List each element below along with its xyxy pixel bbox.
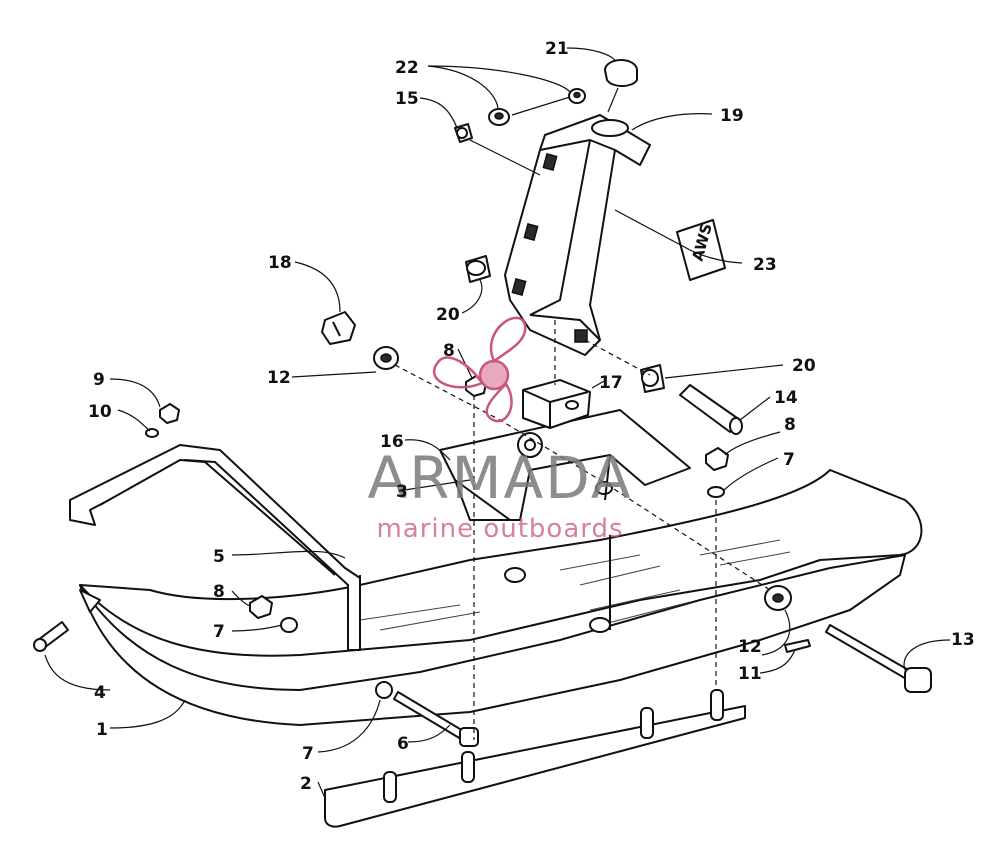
callout-labels: 1 2 3 4 5 6 7 7 7 8 8 8 9 10 11 12 12 13… bbox=[88, 39, 975, 794]
wear-bar bbox=[324, 689, 746, 828]
cotter-pin bbox=[784, 639, 811, 653]
castle-nut bbox=[321, 311, 356, 345]
steering-spindle bbox=[504, 114, 651, 356]
callout-18: 18 bbox=[268, 253, 292, 273]
propeller-blade-icon bbox=[489, 316, 527, 363]
callout-20-right: 20 bbox=[792, 356, 816, 376]
grease-cap bbox=[604, 59, 638, 87]
grease-fitting-washers bbox=[488, 88, 586, 126]
callout-13: 13 bbox=[951, 630, 975, 650]
ski-loop bbox=[69, 444, 361, 651]
callout-8-left: 8 bbox=[213, 582, 225, 602]
watermark-logo: ARMADA marine outboards bbox=[367, 316, 632, 544]
assembly-lines bbox=[394, 320, 771, 740]
callout-23: 23 bbox=[753, 255, 777, 275]
propeller-blade-icon bbox=[485, 382, 513, 423]
leader-lines bbox=[44, 47, 951, 799]
callout-10: 10 bbox=[88, 402, 112, 422]
callout-15: 15 bbox=[395, 89, 419, 109]
lock-nuts bbox=[159, 375, 729, 619]
callout-9: 9 bbox=[93, 370, 105, 390]
callout-7-left: 7 bbox=[213, 622, 225, 642]
stop-block bbox=[522, 379, 591, 429]
bushing-upper bbox=[465, 255, 491, 283]
saddle-bolt bbox=[393, 691, 479, 747]
ski-body bbox=[79, 469, 923, 726]
callout-8-right: 8 bbox=[784, 415, 796, 435]
callout-19: 19 bbox=[720, 106, 744, 126]
ski-bolt bbox=[825, 624, 932, 693]
callout-16: 16 bbox=[380, 432, 404, 452]
callout-14: 14 bbox=[774, 388, 798, 408]
callout-6: 6 bbox=[397, 734, 409, 754]
callout-2: 2 bbox=[300, 774, 312, 794]
callout-21: 21 bbox=[545, 39, 569, 59]
callout-7-right: 7 bbox=[783, 450, 795, 470]
ski-saddle bbox=[439, 409, 691, 521]
callout-3: 3 bbox=[396, 482, 408, 502]
callout-12-left: 12 bbox=[267, 368, 291, 388]
sleeve bbox=[679, 384, 743, 435]
rubber-bushing-right bbox=[764, 585, 792, 611]
callout-20-left: 20 bbox=[436, 305, 460, 325]
callout-5: 5 bbox=[213, 547, 225, 567]
callout-11: 11 bbox=[738, 664, 762, 684]
bushing-lower bbox=[640, 364, 665, 393]
callout-7-bottom: 7 bbox=[302, 744, 314, 764]
watermark-subtitle: marine outboards bbox=[376, 514, 623, 544]
callout-17: 17 bbox=[599, 373, 623, 393]
callout-22: 22 bbox=[395, 58, 419, 78]
callout-4: 4 bbox=[94, 683, 106, 703]
watermark-title: ARMADA bbox=[367, 444, 632, 512]
propeller-blade-icon bbox=[432, 356, 484, 389]
callout-12-right: 12 bbox=[738, 637, 762, 657]
callout-1: 1 bbox=[96, 720, 108, 740]
rubber-bushing-left bbox=[373, 346, 399, 370]
aws-decal: AWS bbox=[676, 219, 726, 281]
front-bolt bbox=[33, 589, 101, 652]
grease-fitting bbox=[454, 123, 473, 143]
callout-8-center: 8 bbox=[443, 341, 455, 361]
